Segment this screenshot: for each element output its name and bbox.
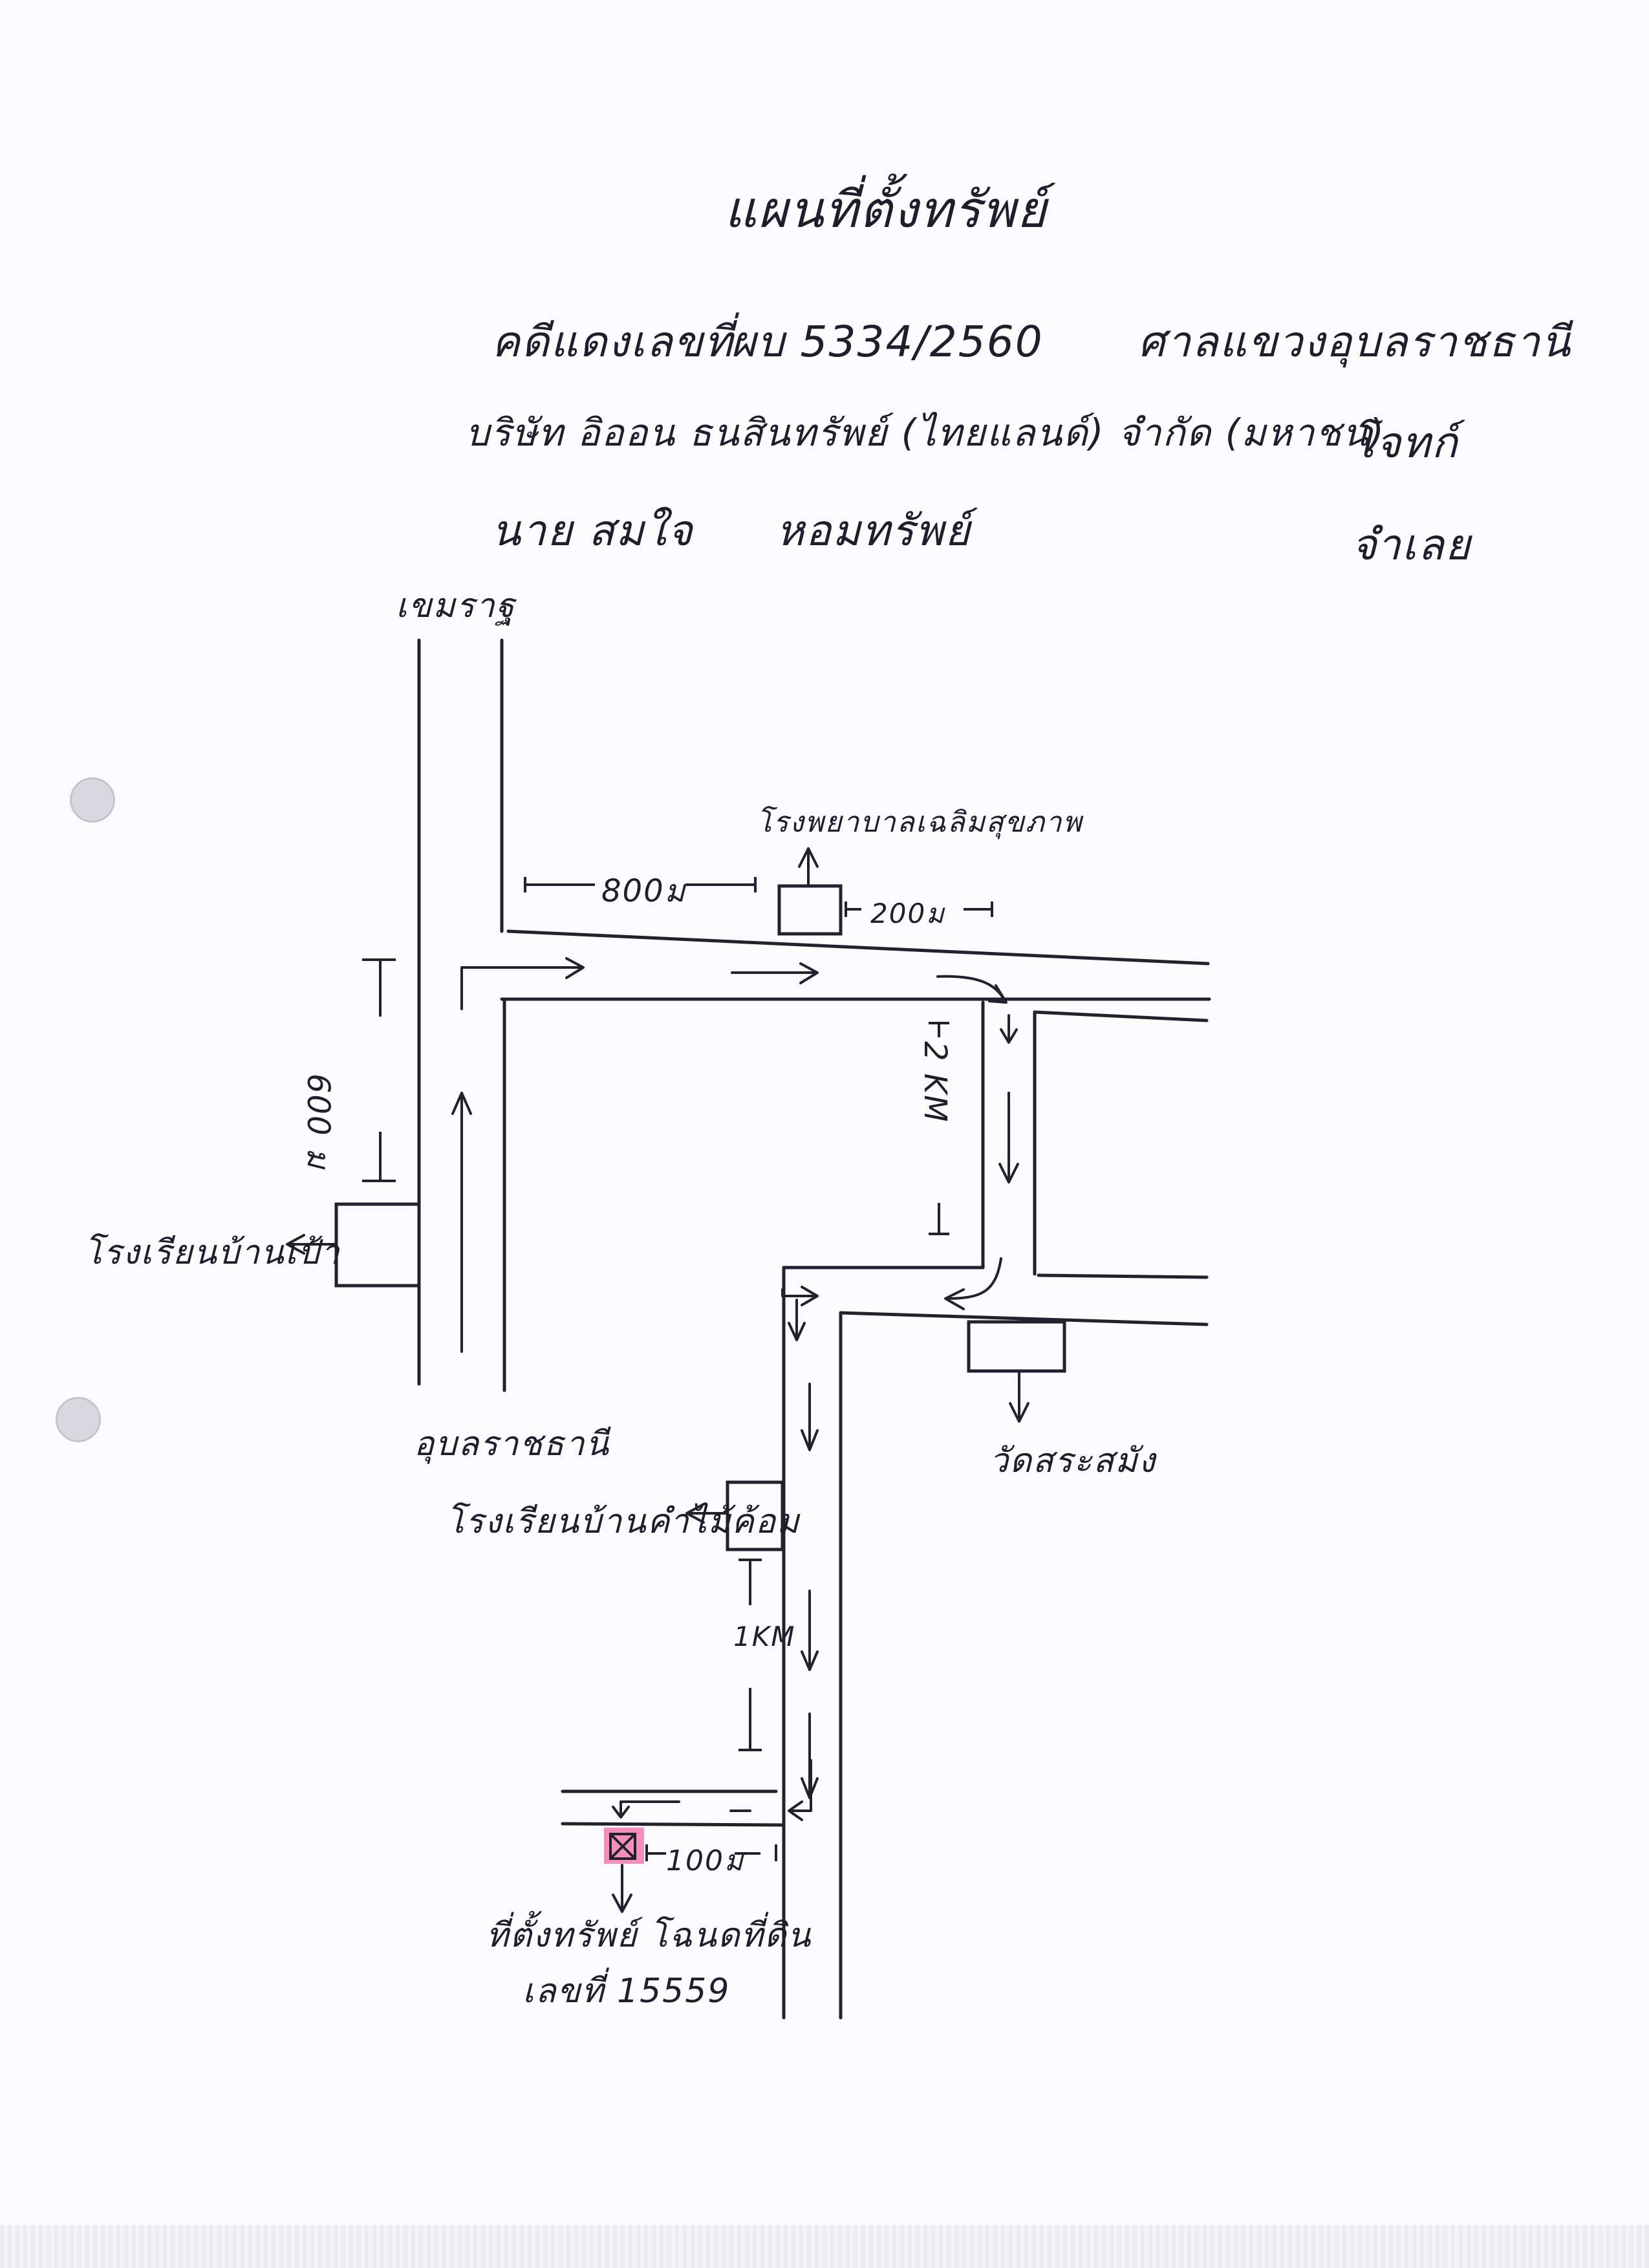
defendant-surname: หอมทรัพย์ [776,506,971,556]
scan-edge [0,2225,1649,2268]
school-middle-box [726,1480,784,1551]
school-left-box [334,1202,421,1288]
arrow-curve-icon [944,1257,1002,1310]
plaintiff-role: โจทก์ [1352,418,1459,468]
arrow-down-icon [1009,1370,1029,1423]
road-edge [839,1311,1209,1326]
case-label: คดีแดงเลขที่ [491,317,734,367]
document-title: แผนที่ตั้งทรัพย์ [724,181,1048,239]
road-edge [1033,1010,1209,1022]
road-edge [506,929,1210,966]
court-name: ศาลแขวงอุบลราชธานี [1138,317,1572,367]
punch-hole-top [70,777,115,823]
hospital-box [777,884,843,936]
punch-hole-bottom [56,1397,101,1442]
dimension-marks [362,877,993,1861]
dim-200 [845,902,993,917]
arrow-right-icon [731,962,819,984]
dim-2km [929,1022,949,1235]
distance-800-label: 800ม [601,873,687,909]
arrow-left-icon [788,1759,812,1821]
arrow-turn-icon [612,1800,680,1819]
distance-600-label: 600 ม [300,1074,336,1170]
school-left-label: โรงเรียนบ้านเป้า [84,1233,341,1272]
road-edge [1037,1273,1209,1279]
south-road-label: อุบลราชธานี [414,1425,610,1463]
case-number: ผบ 5334/2560 [731,317,1044,367]
distance-2km-label: 2 KM [917,1041,953,1123]
arrow-up-icon [451,1092,472,1353]
arrow-left-icon [685,1503,729,1524]
arrow-left-icon [286,1234,338,1255]
arrow-down-icon [1000,1014,1018,1044]
distance-1km-label: 1KM [733,1621,796,1652]
north-road-label: เขมราฐ [396,587,516,625]
hospital-label: โรงพยาบาลเฉลิมสุขภาพ [757,806,1083,839]
road-outlines [417,638,1211,2020]
arrow-down-icon [788,1299,806,1341]
distance-100-label: 100ม [666,1844,744,1877]
defendant-name: นาย สมใจ [491,506,694,556]
school-middle-label: โรงเรียนบ้านคำไม้ค้อม [446,1502,801,1541]
dim-600 [362,958,396,1182]
dim-1km [738,1559,762,1751]
arrow-corner-icon [781,1286,819,1306]
dim-800 [524,877,757,892]
property-deed-number: เลขที่ 15559 [523,1972,731,2011]
arrow-up-icon [798,847,819,887]
plaintiff-name: บริษัท อิออน ธนสินทรัพย์ (ไทยแลนด์) จำกั… [466,411,1385,455]
arrow-down-icon [998,1092,1019,1183]
property-label: ที่ตั้งทรัพย์ โฉนดที่ดิน [486,1916,812,1955]
arrow-down-icon [801,1590,819,1671]
road-edge [561,1822,784,1827]
arrow-down-icon [612,1864,632,1913]
property-marker [604,1828,644,1864]
crossed-box-icon [609,1833,636,1860]
arrow-down-icon [801,1383,819,1451]
arrow-curve-icon [936,975,1008,1004]
distance-200-label: 200ม [870,898,945,929]
temple-box [967,1320,1066,1373]
route-arrows [286,847,1029,1913]
temple-label: วัดสระสมัง [989,1442,1156,1480]
dim-100 [645,1844,777,1861]
cross-icon [609,1833,636,1860]
arrow-right-icon [460,957,585,1010]
defendant-role: จำเลย [1352,520,1472,570]
